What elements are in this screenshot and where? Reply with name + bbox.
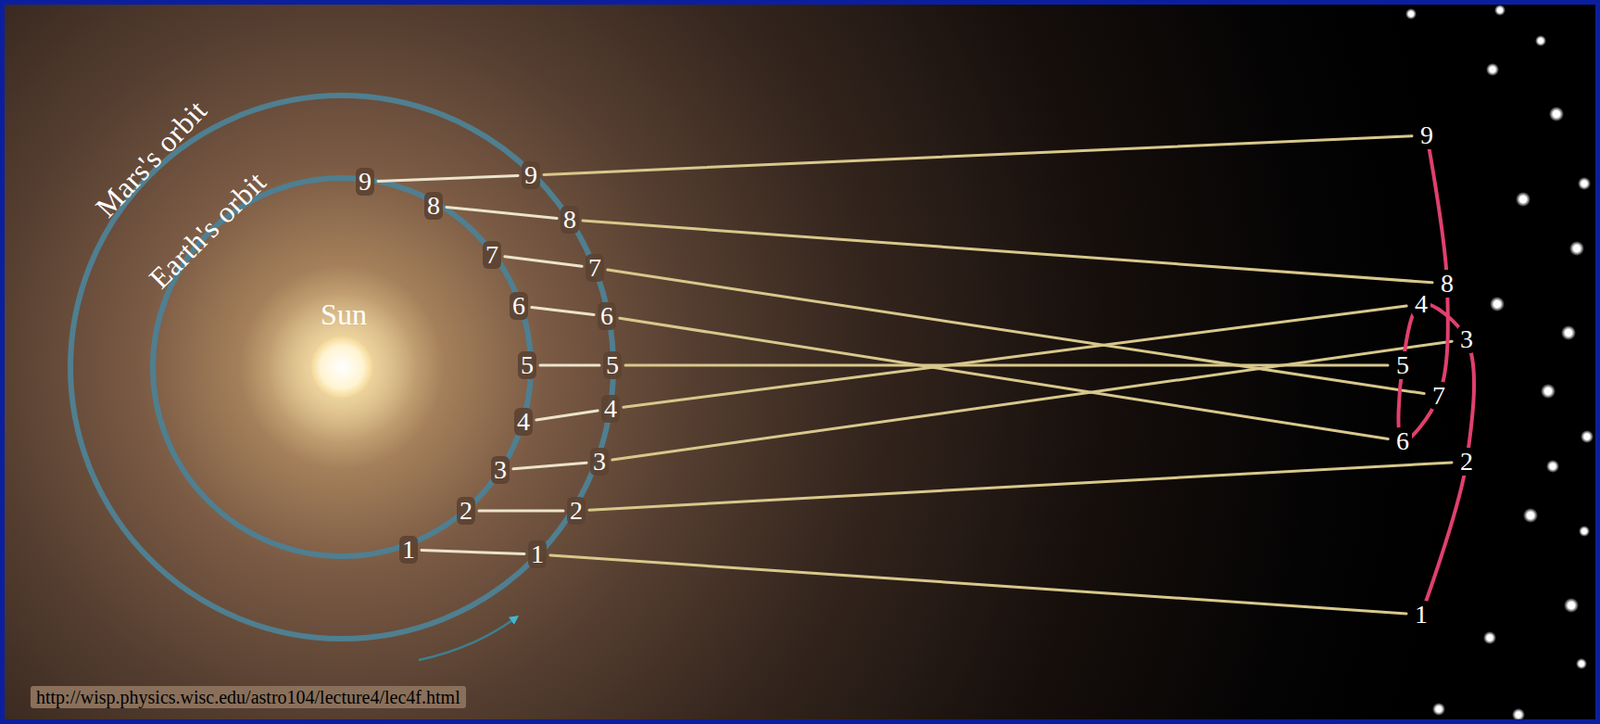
sight-line [612,340,1452,460]
mars-position-number: 4 [601,394,620,423]
star [1486,62,1500,76]
star [1577,176,1591,190]
sun-glow [239,264,444,469]
mars-position-number: 7 [585,253,605,282]
earth-position-number: 8 [424,191,443,220]
sight-line [504,256,582,266]
orbit-label: Earth's orbit [143,165,271,293]
source-url: http://wisp.physics.wisc.edu/astro104/le… [30,685,467,708]
star [1515,191,1531,207]
star [1578,525,1590,537]
star [1540,383,1556,399]
star [1405,8,1417,20]
sky-position-number: 3 [1457,325,1476,353]
mars-position-number: 9 [521,161,541,189]
sight-line [421,550,525,555]
star [1549,106,1564,122]
sky-position-number: 5 [1393,351,1412,379]
sight-line [623,305,1407,407]
earth-position-number: 3 [491,455,510,484]
star [1546,459,1560,473]
mars-position-number: 8 [560,205,580,234]
mars-orbit [70,95,614,639]
sky-position-number: 4 [1411,289,1431,318]
star [1511,707,1525,721]
star [1483,630,1497,644]
star [1580,429,1594,443]
sight-line [446,206,557,218]
sky-position-number: 1 [1411,600,1431,629]
star [1432,702,1446,716]
sight-line [540,364,600,367]
sun-label: Sun [320,299,367,329]
sight-line [478,509,564,513]
sight-line [377,176,518,182]
earth-position-number: 7 [482,240,502,269]
mars-position-number: 1 [528,540,547,568]
star [1494,4,1506,16]
sight-line [536,410,598,420]
mars-position-number: 2 [566,496,586,525]
star [1489,296,1505,312]
sky-position-number: 6 [1393,427,1412,455]
sun-disc [311,336,373,398]
mars-position-number: 6 [597,302,617,330]
sight-line [619,317,1388,439]
star-field [1405,4,1594,721]
sight-line [589,462,1452,510]
sight-lines [377,136,1452,614]
sky-position-number: 8 [1437,269,1457,298]
sky-position-number: 2 [1457,447,1476,476]
star [1563,597,1579,613]
star [1523,507,1538,523]
star [1561,325,1576,341]
sight-line [543,136,1412,176]
direction-arrow [418,617,516,660]
sight-line [625,364,1388,367]
sight-line [513,462,587,469]
star [1535,35,1547,47]
earth-position-number: 9 [355,167,375,196]
earth-position-number: 5 [517,351,537,379]
sight-line [531,307,594,315]
earth-position-number: 2 [456,496,476,525]
star [1575,657,1588,669]
sky-position-number: 9 [1417,121,1437,150]
mars-position-number: 3 [590,447,609,476]
earth-position-number: 4 [514,407,533,436]
sky-position-number: 7 [1429,381,1449,410]
sight-line [582,220,1433,283]
mars-position-number: 5 [603,351,622,379]
earth-position-number: 1 [399,535,418,564]
sight-line [607,269,1424,394]
star [1569,240,1585,256]
earth-position-number: 6 [509,291,529,320]
orbit-label: Mars's orbit [89,94,212,223]
sight-line [550,554,1407,614]
